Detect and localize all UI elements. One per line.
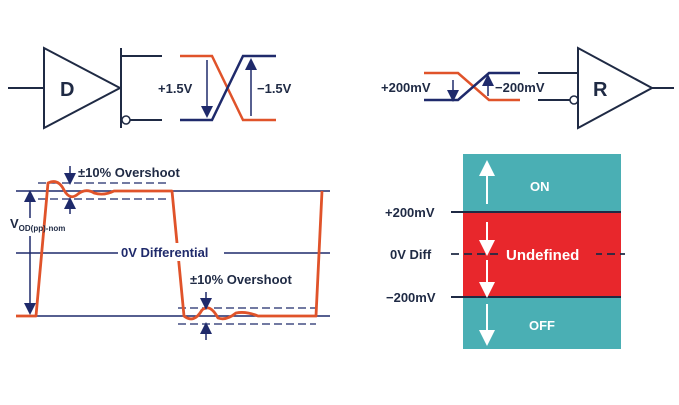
center-label: 0V Differential <box>121 245 208 260</box>
receiver-triangle <box>577 46 655 130</box>
driver-pos-label: +1.5V <box>158 81 193 96</box>
driver-section: D +1.5V −1.5V <box>8 46 292 130</box>
receiver-neg-label: −200mV <box>495 80 545 95</box>
undefined-label-bg <box>500 244 596 264</box>
threshold-section: ON Undefined OFF +200mV 0V Diff −200mV <box>385 154 625 349</box>
receiver-section: +200mV −200mV R <box>381 46 674 130</box>
receiver-invert-bubble <box>569 95 579 105</box>
receiver-pos-label: +200mV <box>381 80 431 95</box>
bottom-overshoot-label: ±10% Overshoot <box>190 272 292 287</box>
center-label-bg <box>118 243 224 261</box>
undefined-label: Undefined <box>506 247 579 264</box>
receiver-signal-neg <box>424 71 520 102</box>
low-threshold-label: −200mV <box>386 290 436 305</box>
top-overshoot-label: ±10% Overshoot <box>78 165 180 180</box>
receiver-label: R <box>593 79 608 101</box>
vod-label: VOD(pp)-nom <box>10 216 65 233</box>
off-label: OFF <box>529 318 555 333</box>
high-threshold-label: +200mV <box>385 205 435 220</box>
driver-neg-label: −1.5V <box>257 81 292 96</box>
on-label: ON <box>530 179 550 194</box>
driver-invert-bubble <box>121 115 131 125</box>
driver-signal-neg <box>180 54 276 122</box>
driver-triangle <box>43 46 123 130</box>
driver-label: D <box>60 79 74 101</box>
zero-diff-label: 0V Diff <box>390 247 432 262</box>
signal-waveform <box>16 180 324 321</box>
waveform-section: VOD(pp)-nom ±10% Overshoot 0V Differenti… <box>10 165 330 340</box>
